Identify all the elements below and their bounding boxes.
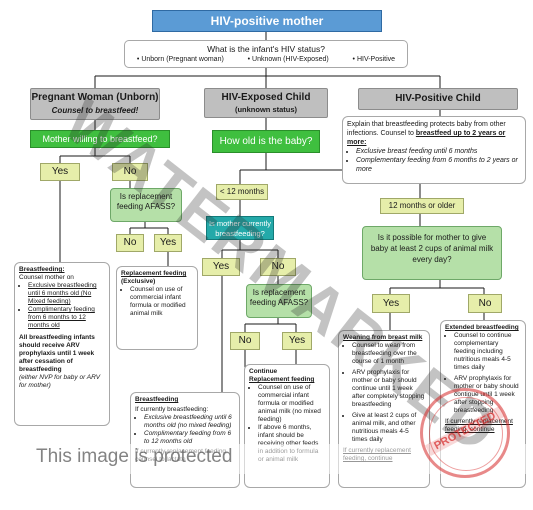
- exposed-afass-question: Is replacement feeding AFASS?: [246, 284, 312, 318]
- extended-line: If currently replacement feeding, contin…: [445, 418, 513, 433]
- weaning-bullet3: Give at least 2 cups of animal milk, and…: [352, 412, 425, 444]
- extended-bullet2: ARV prophylaxis for mother or baby shoul…: [454, 375, 521, 415]
- exposed-title: HIV-Exposed Child: [221, 92, 311, 103]
- baby-age-question: How old is the baby?: [212, 130, 320, 153]
- pregnant-header: Pregnant Woman (Unborn) Counsel to breas…: [30, 88, 160, 120]
- pregnant-rf-title2: (Exclusive): [121, 278, 156, 285]
- exposed-continue-box: Continue Replacement feeding Counsel on …: [244, 364, 330, 488]
- status-option-unborn: • Unborn (Pregnant woman): [136, 56, 224, 63]
- exposed-cont-bullet1: Counsel on use of commercial infant form…: [258, 384, 325, 424]
- under-12-months: < 12 months: [216, 184, 268, 200]
- exposed-cont-title2: Replacement feeding: [249, 376, 315, 383]
- exposed-breastfeeding-box: Breastfeeding If currently breastfeeding…: [130, 392, 240, 488]
- pregnant-bf-bullet2: Complimentary feeding from 6 months to 1…: [28, 306, 105, 330]
- positive-explain-box: Explain that breastfeeding protects baby…: [342, 116, 526, 184]
- pregnant-rf-bullet1: Counsel on use of commercial infant form…: [130, 286, 193, 318]
- pregnant-afass-question: Is replacement feeding AFASS?: [110, 188, 182, 222]
- positive-no: No: [468, 294, 502, 313]
- extended-title: Extended breastfeeding: [445, 324, 519, 331]
- willing-breastfeed-question: Mother willing to breastfeed?: [30, 130, 170, 148]
- pregnant-subtitle: Counsel to breastfeed!: [51, 106, 139, 115]
- pregnant-yes: Yes: [40, 163, 80, 181]
- positive-explain-bullet2: Complementary feeding from 6 months to 2…: [356, 156, 521, 174]
- exposed-header: HIV-Exposed Child (unknown status): [204, 88, 328, 118]
- exposed-cont-bullet2: If above 6 months, infant should be rece…: [258, 424, 325, 464]
- pregnant-bf-italic: (either NVP for baby or ARV for mother): [19, 374, 101, 389]
- pregnant-rf-title: Replacement feeding: [121, 270, 187, 277]
- weaning-bullet2: ARV prophylaxis for mother or baby shoul…: [352, 369, 425, 409]
- pregnant-bf-line1: Counsel mother on: [19, 274, 74, 281]
- positive-explain-text: Explain that breastfeeding protects baby…: [347, 121, 506, 137]
- weaning-title: Weaning from breast milk: [343, 334, 423, 341]
- positive-yes: Yes: [372, 294, 410, 313]
- exposed-afass-no: No: [230, 332, 260, 350]
- currently-breastfeeding-question: Is mother currently breastfeeding?: [206, 216, 274, 240]
- pregnant-bf-bullet1: Exclusive breastfeeding until 6 months o…: [28, 282, 105, 306]
- exposed-afass-yes: Yes: [282, 332, 312, 350]
- pregnant-afass-yes: Yes: [154, 234, 182, 252]
- pregnant-afass-no: No: [116, 234, 144, 252]
- exposed-no: No: [260, 258, 296, 276]
- status-question-box: What is the infant's HIV status? • Unbor…: [124, 40, 408, 68]
- pregnant-title: Pregnant Woman (Unborn): [31, 92, 159, 103]
- over-12-months: 12 months or older: [380, 198, 464, 214]
- animal-milk-question: Is it possible for mother to give baby a…: [362, 226, 502, 280]
- exposed-bf-line1: If currently breastfeeding:: [135, 406, 209, 413]
- exposed-bf-bullet2: Complimentary feeding from 6 to 12 month…: [144, 430, 235, 446]
- positive-header: HIV-Positive Child: [358, 88, 518, 110]
- exposed-subtitle: (unknown status): [234, 105, 298, 114]
- exposed-bf-line2: If currently replacement feeding, counse…: [135, 448, 228, 463]
- pregnant-bf-title: Breastfeeding:: [19, 266, 65, 273]
- exposed-yes: Yes: [202, 258, 240, 276]
- extended-bullet1: Counsel to continue complementary feedin…: [454, 332, 521, 372]
- pregnant-breastfeeding-box: Breastfeeding: Counsel mother on Exclusi…: [14, 262, 110, 426]
- pregnant-replacement-box: Replacement feeding (Exclusive) Counsel …: [116, 266, 198, 350]
- exposed-bf-bullet1: Exclusive breastfeeding until 6 months o…: [144, 414, 235, 430]
- pregnant-no: No: [112, 163, 148, 181]
- positive-explain-bold: breastfeed up to 2 years or more:: [347, 130, 506, 146]
- weaning-bullet1: Counsel to wean from breastfeeding over …: [352, 342, 425, 366]
- extended-box: Extended breastfeeding Counsel to contin…: [440, 320, 526, 488]
- pregnant-bf-bold: All breastfeeding infants should receive…: [19, 334, 95, 373]
- exposed-cont-title: Continue: [249, 368, 278, 375]
- weaning-line: If currently replacement feeding, contin…: [343, 447, 411, 462]
- title-box: HIV-positive mother: [152, 10, 382, 32]
- positive-explain-bullet1: Exclusive breast feeding until 6 months: [356, 147, 521, 156]
- weaning-box: Weaning from breast milk Counsel to wean…: [338, 330, 430, 488]
- exposed-bf-title: Breastfeeding: [135, 396, 179, 403]
- status-option-positive: • HIV-Positive: [352, 56, 396, 63]
- status-option-unknown: • Unknown (HIV-Exposed): [247, 56, 329, 63]
- status-question: What is the infant's HIV status?: [207, 44, 325, 54]
